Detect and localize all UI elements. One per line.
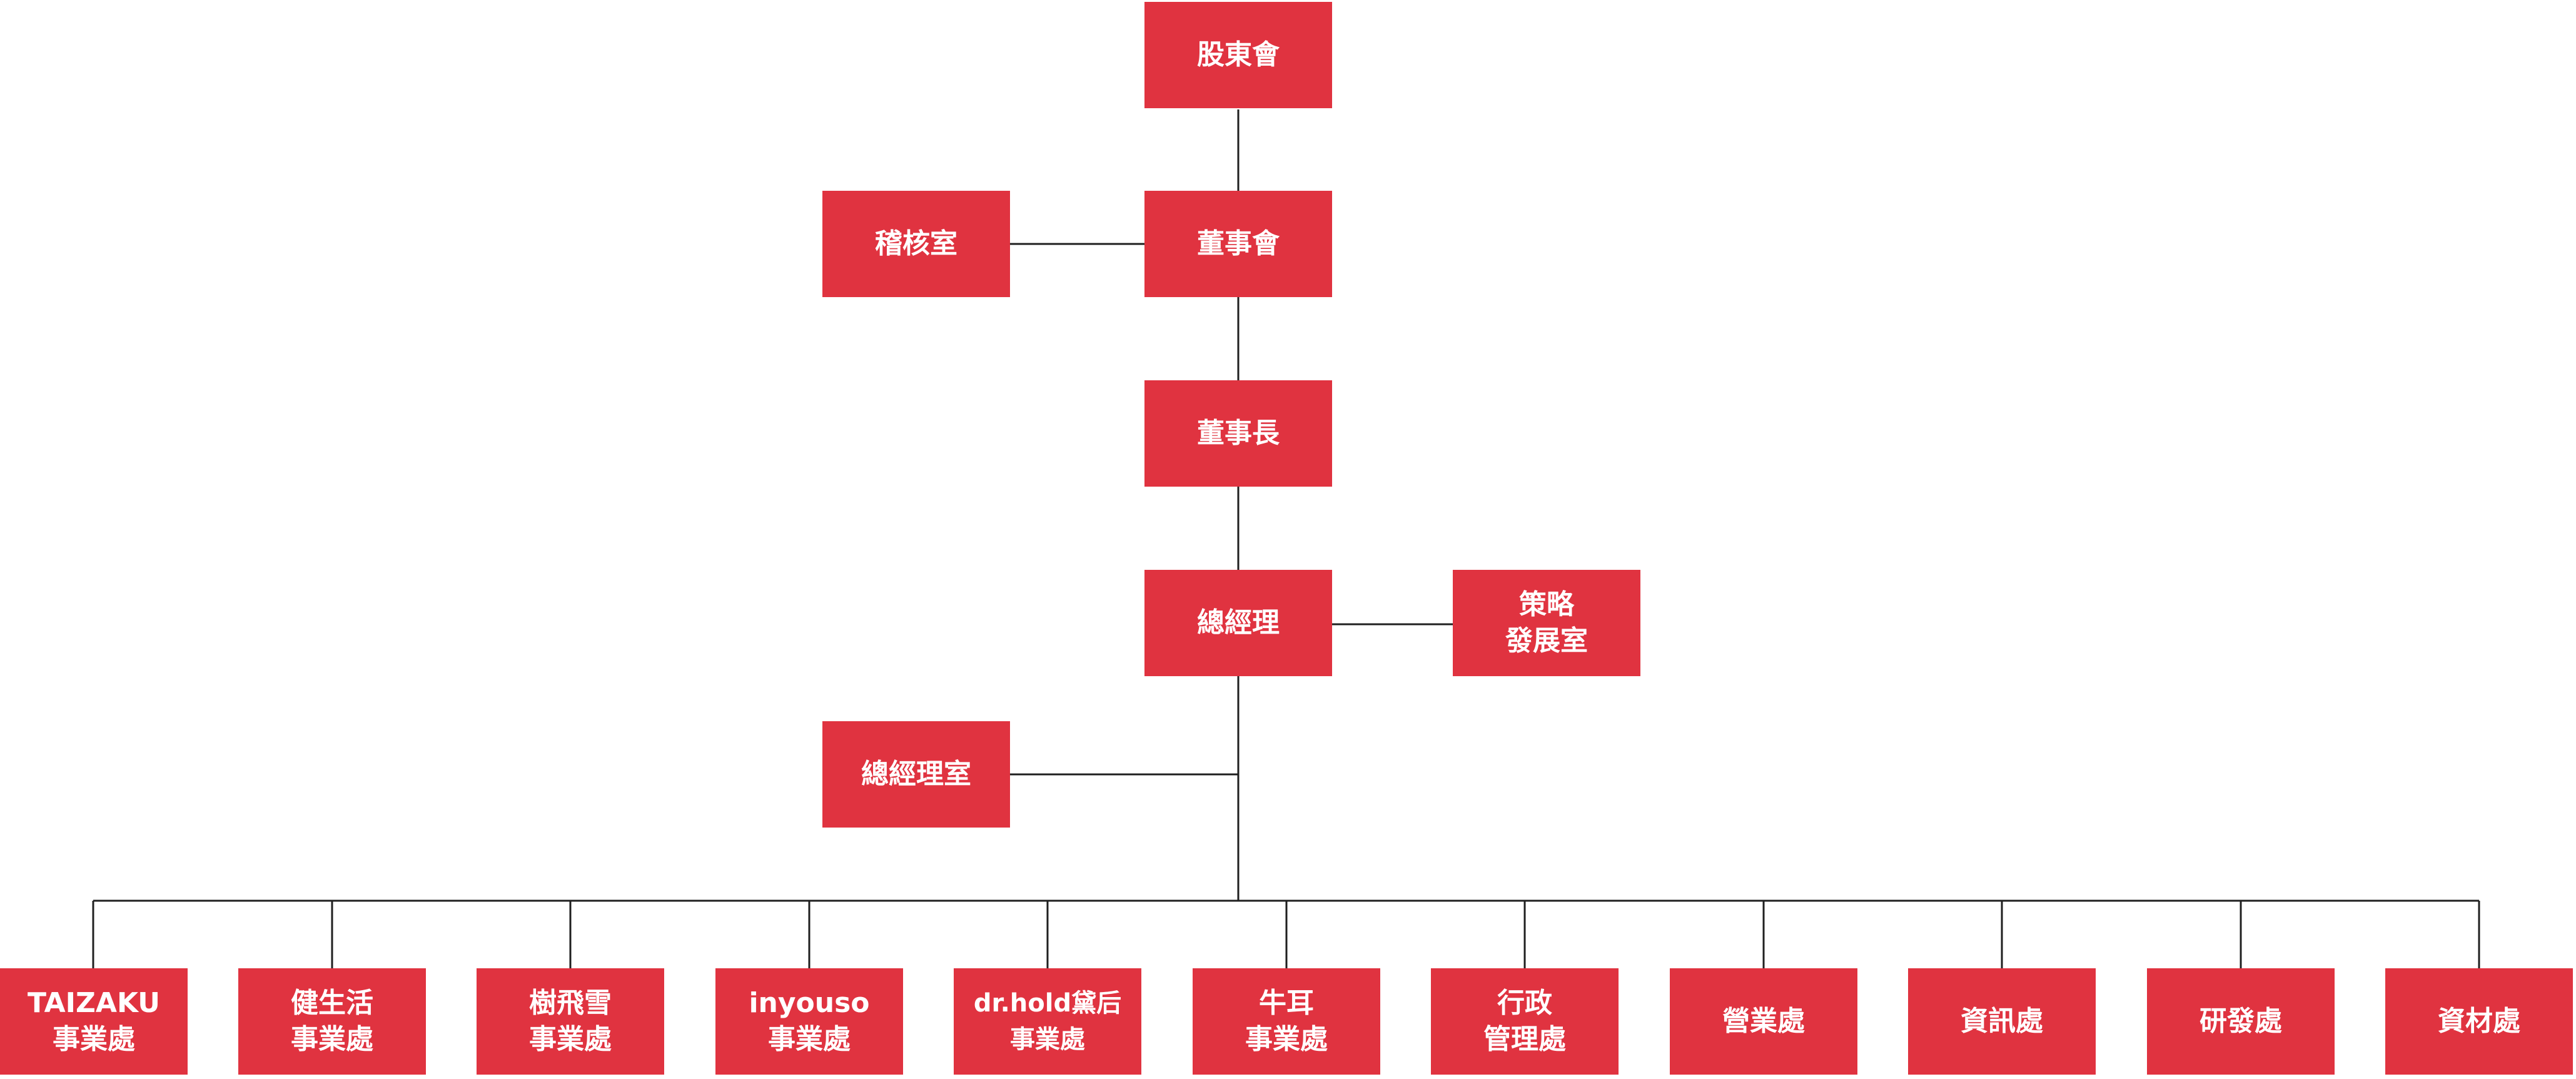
node-label: 研發處: [2200, 1005, 2282, 1037]
node-division-it: 資訊處: [1908, 968, 2096, 1075]
node-label-line1: dr.hold黛后: [973, 989, 1122, 1018]
node-label: 營業處: [1722, 1005, 1805, 1037]
node-division-inyouso: inyouso 事業處: [715, 968, 903, 1075]
node-label-line2: 事業處: [1010, 1025, 1085, 1054]
node-gm-office: 總經理室: [822, 721, 1010, 828]
node-label: 董事會: [1197, 228, 1280, 260]
node-label: 總經理室: [861, 758, 971, 790]
node-division-materials: 資材處: [2385, 968, 2573, 1075]
node-label-line2: 管理處: [1483, 1023, 1566, 1055]
node-label: 資材處: [2438, 1005, 2520, 1037]
node-label-line2: 事業處: [291, 1023, 373, 1055]
node-division-drhold: dr.hold黛后 事業處: [954, 968, 1141, 1075]
node-label: 股東會: [1197, 39, 1280, 71]
node-label: 稽核室: [875, 228, 957, 260]
node-label-line2: 事業處: [53, 1023, 135, 1055]
node-label-line1: inyouso: [749, 987, 870, 1019]
node-label-line1: TAIZAKU: [27, 987, 161, 1019]
node-division-rnd: 研發處: [2147, 968, 2335, 1075]
node-label-line1: 健生活: [291, 987, 373, 1019]
node-division-admin: 行政 管理處: [1431, 968, 1619, 1075]
node-label-line2: 事業處: [768, 1023, 851, 1055]
node-general-manager: 總經理: [1144, 570, 1332, 676]
node-label-line2: 事業處: [1245, 1023, 1328, 1055]
node-label: 資訊處: [1961, 1005, 2043, 1037]
node-strategy-office: 策略 發展室: [1453, 570, 1640, 676]
node-division-taizaku: TAIZAKU 事業處: [0, 968, 188, 1075]
node-label: 董事長: [1197, 417, 1280, 449]
node-label: 總經理: [1197, 607, 1280, 639]
node-audit-office: 稽核室: [822, 191, 1010, 297]
node-label-line1: 牛耳: [1259, 987, 1314, 1019]
node-label-line2: 事業處: [529, 1023, 612, 1055]
node-label-line1: 樹飛雪: [529, 987, 612, 1019]
node-division-sales: 營業處: [1670, 968, 1857, 1075]
node-chairman: 董事長: [1144, 380, 1332, 487]
node-shareholders: 股東會: [1144, 2, 1332, 108]
node-division-niuer: 牛耳 事業處: [1193, 968, 1380, 1075]
node-division-health-life: 健生活 事業處: [238, 968, 426, 1075]
node-label-line1: 行政: [1497, 987, 1552, 1019]
node-board: 董事會: [1144, 191, 1332, 297]
node-label-line1: 策略: [1519, 589, 1574, 621]
node-label-line2: 發展室: [1505, 625, 1588, 657]
node-division-shufeixue: 樹飛雪 事業處: [477, 968, 664, 1075]
